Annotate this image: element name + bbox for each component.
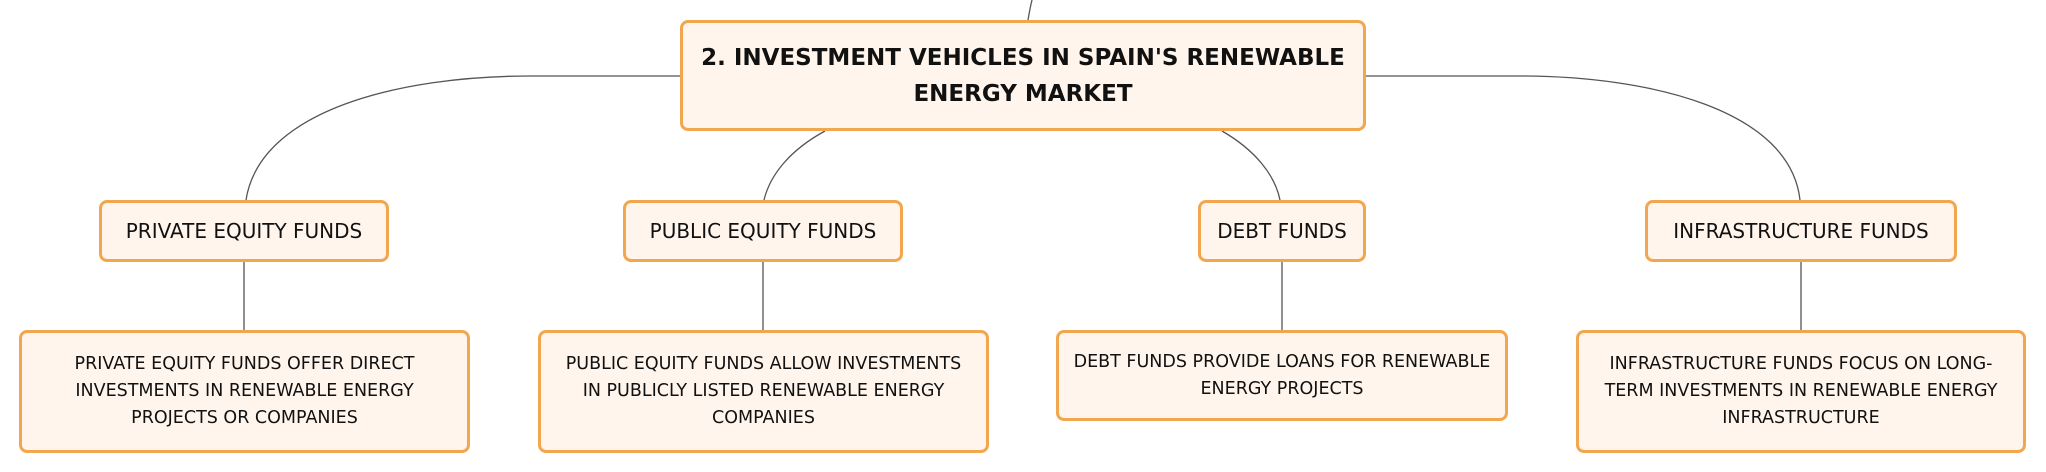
- connector-root-to-debt: [1221, 130, 1281, 201]
- detail-text: PUBLIC EQUITY FUNDS ALLOW INVESTMENTS IN…: [565, 354, 962, 428]
- category-label: PRIVATE EQUITY FUNDS: [125, 219, 363, 243]
- connector-root-to-private-equity: [245, 75, 680, 201]
- detail-text: DEBT FUNDS PROVIDE LOANS FOR RENEWABLE E…: [1073, 351, 1491, 399]
- root-topic-node[interactable]: 2. INVESTMENT VEHICLES IN SPAIN'S RENEWA…: [680, 20, 1366, 131]
- connector-parent-to-root: [1027, 0, 1033, 21]
- detail-node-private-equity[interactable]: PRIVATE EQUITY FUNDS OFFER DIRECT INVEST…: [19, 330, 470, 453]
- root-topic-label: 2. INVESTMENT VEHICLES IN SPAIN'S RENEWA…: [701, 44, 1345, 107]
- category-label: INFRASTRUCTURE FUNDS: [1673, 219, 1929, 243]
- connector-root-to-public-equity: [763, 130, 826, 201]
- category-label: DEBT FUNDS: [1217, 219, 1347, 243]
- category-node-private-equity[interactable]: PRIVATE EQUITY FUNDS: [99, 200, 389, 262]
- category-node-public-equity[interactable]: PUBLIC EQUITY FUNDS: [623, 200, 903, 262]
- category-label: PUBLIC EQUITY FUNDS: [649, 219, 877, 243]
- detail-node-infrastructure[interactable]: INFRASTRUCTURE FUNDS FOCUS ON LONG-TERM …: [1576, 330, 2026, 453]
- connector-root-to-infrastructure: [1366, 75, 1801, 201]
- detail-node-debt[interactable]: DEBT FUNDS PROVIDE LOANS FOR RENEWABLE E…: [1056, 330, 1508, 421]
- category-node-infrastructure[interactable]: INFRASTRUCTURE FUNDS: [1645, 200, 1957, 262]
- detail-text: PRIVATE EQUITY FUNDS OFFER DIRECT INVEST…: [74, 354, 415, 428]
- detail-text: INFRASTRUCTURE FUNDS FOCUS ON LONG-TERM …: [1604, 354, 1998, 428]
- detail-node-public-equity[interactable]: PUBLIC EQUITY FUNDS ALLOW INVESTMENTS IN…: [538, 330, 989, 453]
- category-node-debt[interactable]: DEBT FUNDS: [1198, 200, 1366, 262]
